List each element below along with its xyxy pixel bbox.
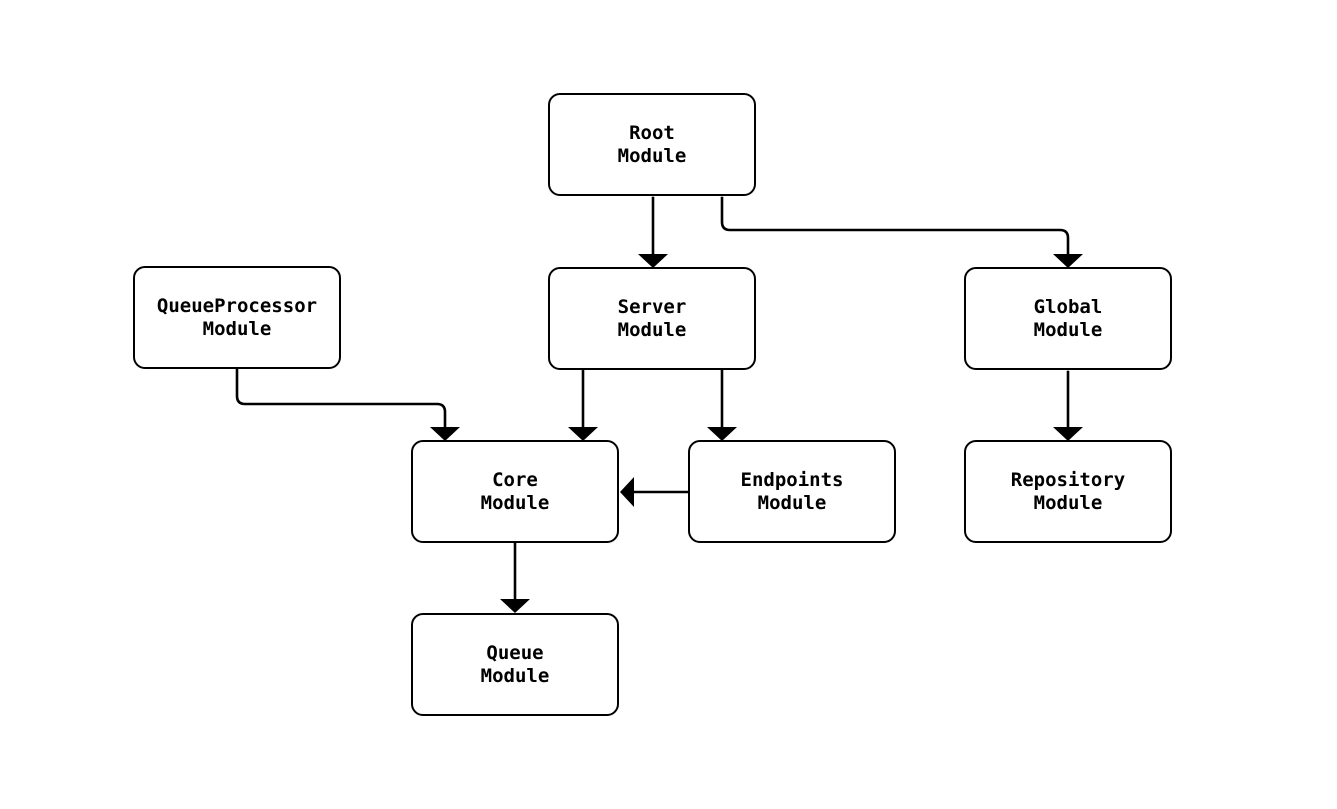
edge-root-to-server (638, 196, 668, 268)
node-server-module-label: Server Module (617, 295, 687, 341)
edge-queueprocessor-to-core (235, 367, 460, 441)
node-queueprocessor-module-label: QueueProcessor Module (156, 294, 318, 340)
node-queueprocessor-module: QueueProcessor Module (133, 266, 341, 369)
node-server-module: Server Module (548, 267, 756, 370)
node-global-module-label: Global Module (1033, 295, 1103, 341)
edge-root-to-global (720, 196, 1083, 268)
edge-core-to-queue (500, 541, 530, 613)
node-root-module-label: Root Module (617, 121, 687, 167)
node-repository-module-label: Repository Module (1010, 468, 1126, 514)
node-root-module: Root Module (548, 93, 756, 196)
node-repository-module: Repository Module (964, 440, 1172, 543)
node-core-module: Core Module (411, 440, 619, 543)
node-queue-module-label: Queue Module (480, 641, 550, 687)
node-core-module-label: Core Module (480, 468, 550, 514)
edge-server-to-core (568, 369, 598, 441)
edge-server-to-endpoints (707, 369, 737, 441)
node-queue-module: Queue Module (411, 613, 619, 716)
node-endpoints-module-label: Endpoints Module (740, 468, 844, 514)
node-global-module: Global Module (964, 267, 1172, 370)
edge-endpoints-to-core (620, 477, 690, 507)
node-endpoints-module: Endpoints Module (688, 440, 896, 543)
edge-global-to-repository (1053, 370, 1083, 441)
